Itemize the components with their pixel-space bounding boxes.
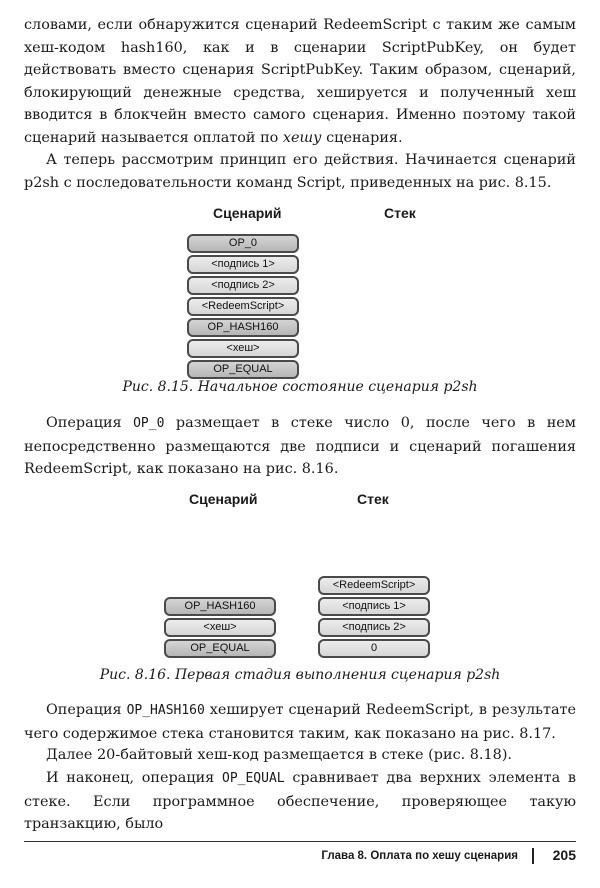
figure-8-16-caption: Рис. 8.16. Первая стадия выполнения сцен… xyxy=(99,667,501,683)
paragraph-1-emphasis: хешу xyxy=(282,129,322,146)
figure-8-16-stack-header: Стек xyxy=(357,491,389,507)
script-item: <RedeemScript> xyxy=(187,297,299,316)
script-item: <хеш> xyxy=(187,339,299,358)
paragraph-3-text-a: Операция xyxy=(46,415,122,431)
script-item: <подпись 2> xyxy=(187,276,299,295)
paragraph-3-text-b: размещает в стеке число 0, после чего в … xyxy=(24,415,576,477)
paragraph-3-code: OP_0 xyxy=(133,416,165,431)
stack-item: 0 xyxy=(318,639,430,658)
footer-separator xyxy=(532,848,534,864)
paragraph-1-text: словами, если обнаружится сценарий Redee… xyxy=(24,17,576,146)
figure-8-15-script-header: Сценарий xyxy=(213,205,282,221)
script-item: OP_0 xyxy=(187,234,299,253)
script-item: OP_HASH160 xyxy=(187,318,299,337)
stack-item: <подпись 2> xyxy=(318,618,430,637)
figure-8-16-script-stack: OP_HASH160 <хеш> OP_EQUAL xyxy=(164,597,276,658)
figure-8-16-data-stack: <RedeemScript> <подпись 1> <подпись 2> 0 xyxy=(318,576,430,658)
paragraph-1-end: сценария. xyxy=(326,129,403,146)
script-item: <подпись 1> xyxy=(187,255,299,274)
paragraph-6: И наконец, операция OP_EQUAL сравнивает … xyxy=(24,767,576,836)
figure-8-15-script-stack: OP_0 <подпись 1> <подпись 2> <RedeemScri… xyxy=(187,234,299,379)
paragraph-6-text-a: И наконец, операция xyxy=(46,770,215,786)
paragraph-1: словами, если обнаружится сценарий Redee… xyxy=(24,14,576,149)
figure-8-15-stack-header: Стек xyxy=(384,205,416,221)
script-item: OP_EQUAL xyxy=(187,360,299,379)
paragraph-6-code: OP_EQUAL xyxy=(222,771,285,786)
paragraph-4-text-a: Операция xyxy=(46,702,122,718)
paragraph-2: А теперь рассмотрим принцип его действия… xyxy=(24,152,576,191)
paragraph-3: Операция OP_0 размещает в стеке число 0,… xyxy=(24,412,576,481)
page-number: 205 xyxy=(552,847,576,863)
footer-chapter-title: Глава 8. Оплата по хешу сценария xyxy=(321,850,518,862)
script-item: OP_EQUAL xyxy=(164,639,276,658)
script-item: <хеш> xyxy=(164,618,276,637)
paragraph-6-text-b: сравнивает два верхних элемента в стеке.… xyxy=(24,770,577,832)
paragraph-4-code: OP_HASH160 xyxy=(126,703,205,718)
script-item: OP_HASH160 xyxy=(164,597,276,616)
figure-8-15-caption: Рис. 8.15. Начальное состояние сценария … xyxy=(122,379,478,395)
figure-8-16-script-header: Сценарий xyxy=(189,491,258,507)
paragraph-4-text-b: хеширует сценарий RedeemScript, в резуль… xyxy=(24,702,577,742)
footer-divider xyxy=(24,841,576,842)
stack-item: <подпись 1> xyxy=(318,597,430,616)
paragraph-4: Операция OP_HASH160 хеширует сценарий Re… xyxy=(24,699,576,745)
stack-item: <RedeemScript> xyxy=(318,576,430,595)
paragraph-5: Далее 20-байтовый хеш-код размещается в … xyxy=(46,747,513,763)
